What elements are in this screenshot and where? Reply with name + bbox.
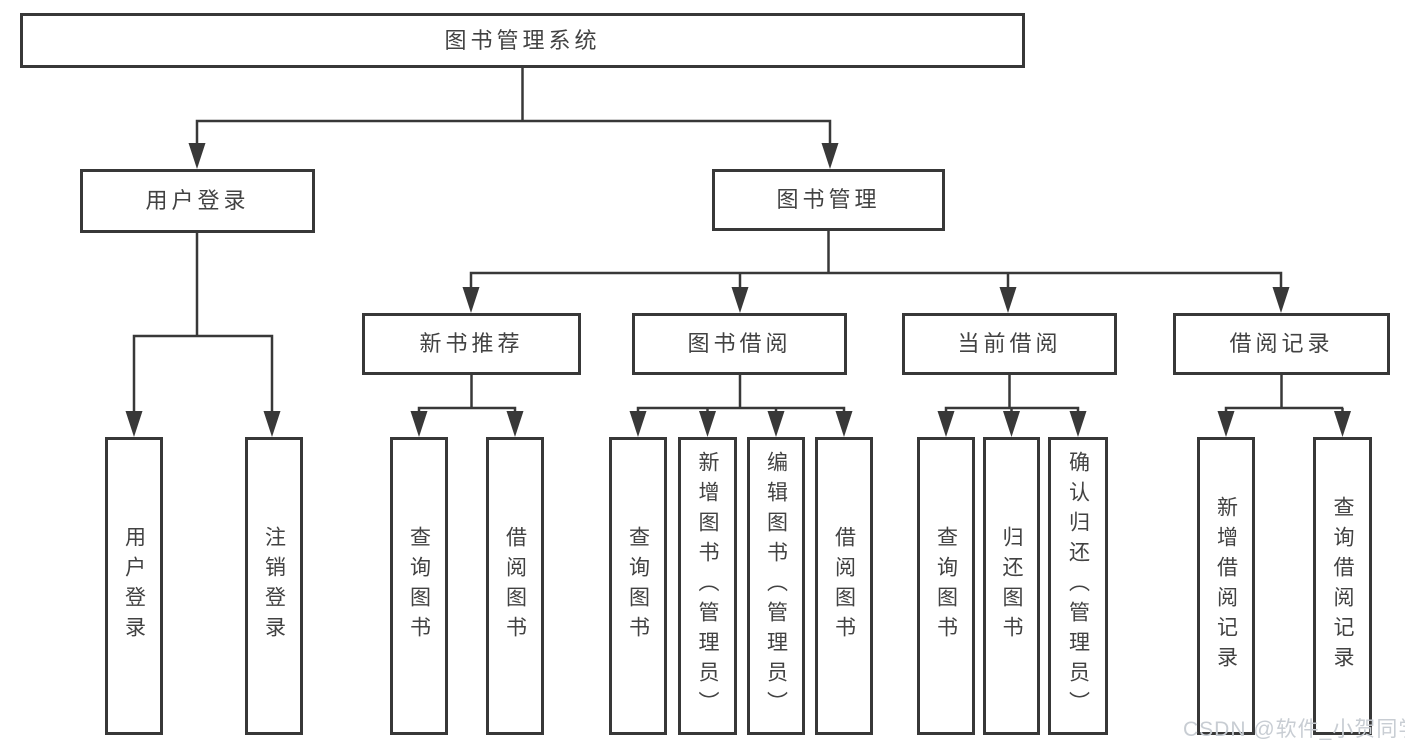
node-book-management: 图书管理 — [712, 169, 945, 231]
leaf-current-query-book-label: 查询图书 — [934, 526, 958, 646]
leaf-query-borrow-record-label: 查询借阅记录 — [1331, 496, 1354, 676]
arrow-down-icon — [1217, 411, 1235, 437]
leaf-logout: 注销登录 — [245, 437, 303, 735]
leaf-add-book-admin-label: 新增图书（管理员） — [696, 451, 719, 721]
leaf-query-borrow-record: 查询借阅记录 — [1313, 437, 1372, 735]
leaf-user-login-label: 用户登录 — [122, 526, 146, 646]
arrow-down-icon — [699, 411, 716, 437]
node-user-login-label: 用户登录 — [145, 188, 250, 213]
leaf-borrow-book-label: 借阅图书 — [832, 526, 856, 646]
leaf-return-book-label: 归还图书 — [1000, 526, 1023, 646]
arrow-down-icon — [1069, 411, 1087, 437]
arrow-down-icon — [462, 287, 480, 313]
arrow-down-icon — [125, 411, 143, 437]
leaf-recommend-query-book: 查询图书 — [390, 437, 448, 735]
arrow-down-icon — [821, 143, 839, 169]
leaf-logout-label: 注销登录 — [262, 526, 286, 646]
arrow-down-icon — [1334, 411, 1351, 437]
node-book-management-label: 图书管理 — [776, 187, 881, 212]
arrow-down-icon — [263, 411, 281, 437]
connector-book-borrow-subtree — [636, 375, 846, 414]
leaf-edit-book-admin-label: 编辑图书（管理员） — [764, 451, 788, 721]
leaf-confirm-return-admin: 确认归还（管理员） — [1048, 437, 1108, 735]
leaf-return-book: 归还图书 — [983, 437, 1040, 735]
arrow-down-icon — [629, 411, 647, 437]
arrow-down-icon — [1272, 287, 1290, 313]
leaf-recommend-borrow-book-label: 借阅图书 — [503, 526, 527, 646]
arrow-down-icon — [767, 411, 785, 437]
node-new-book-recommend: 新书推荐 — [362, 313, 581, 375]
leaf-recommend-query-book-label: 查询图书 — [407, 526, 431, 646]
node-borrow-records-label: 借阅记录 — [1229, 331, 1334, 356]
arrow-down-icon — [937, 411, 955, 437]
connector-new-book-recommend-subtree — [417, 375, 517, 414]
leaf-borrow-query-book-label: 查询图书 — [626, 526, 650, 646]
leaf-current-query-book: 查询图书 — [917, 437, 975, 735]
arrow-down-icon — [999, 287, 1017, 313]
node-current-borrow-label: 当前借阅 — [957, 331, 1062, 356]
arrow-down-icon — [835, 411, 853, 437]
node-root: 图书管理系统 — [20, 13, 1025, 68]
node-current-borrow: 当前借阅 — [902, 313, 1117, 375]
connector-borrow-records-subtree — [1224, 375, 1344, 414]
arrow-down-icon — [188, 143, 206, 169]
watermark: CSDN @软件_小贺同学 — [1183, 718, 1405, 741]
leaf-recommend-borrow-book: 借阅图书 — [486, 437, 544, 735]
node-user-login: 用户登录 — [80, 169, 315, 233]
connector-current-borrow-subtree — [944, 375, 1080, 414]
arrow-down-icon — [410, 411, 428, 437]
node-root-label: 图书管理系统 — [444, 27, 601, 53]
leaf-add-book-admin: 新增图书（管理员） — [678, 437, 737, 735]
leaf-add-borrow-record-label: 新增借阅记录 — [1214, 496, 1238, 676]
leaf-borrow-book: 借阅图书 — [815, 437, 873, 735]
arrow-down-icon — [506, 411, 524, 437]
connector-user-login-subtree — [132, 233, 274, 414]
arrowheads — [125, 143, 1351, 437]
node-new-book-recommend-label: 新书推荐 — [419, 331, 524, 356]
connector-book-management-to-level2 — [469, 230, 1283, 291]
connector-root-to-level1 — [195, 66, 832, 146]
leaf-edit-book-admin: 编辑图书（管理员） — [747, 437, 805, 735]
leaf-user-login: 用户登录 — [105, 437, 163, 735]
leaf-borrow-query-book: 查询图书 — [609, 437, 667, 735]
leaf-add-borrow-record: 新增借阅记录 — [1197, 437, 1255, 735]
arrow-down-icon — [731, 287, 749, 313]
arrow-down-icon — [1003, 411, 1020, 437]
leaf-confirm-return-admin-label: 确认归还（管理员） — [1066, 451, 1090, 721]
node-borrow-records: 借阅记录 — [1173, 313, 1390, 375]
node-book-borrow-label: 图书借阅 — [687, 331, 792, 356]
node-book-borrow: 图书借阅 — [632, 313, 847, 375]
